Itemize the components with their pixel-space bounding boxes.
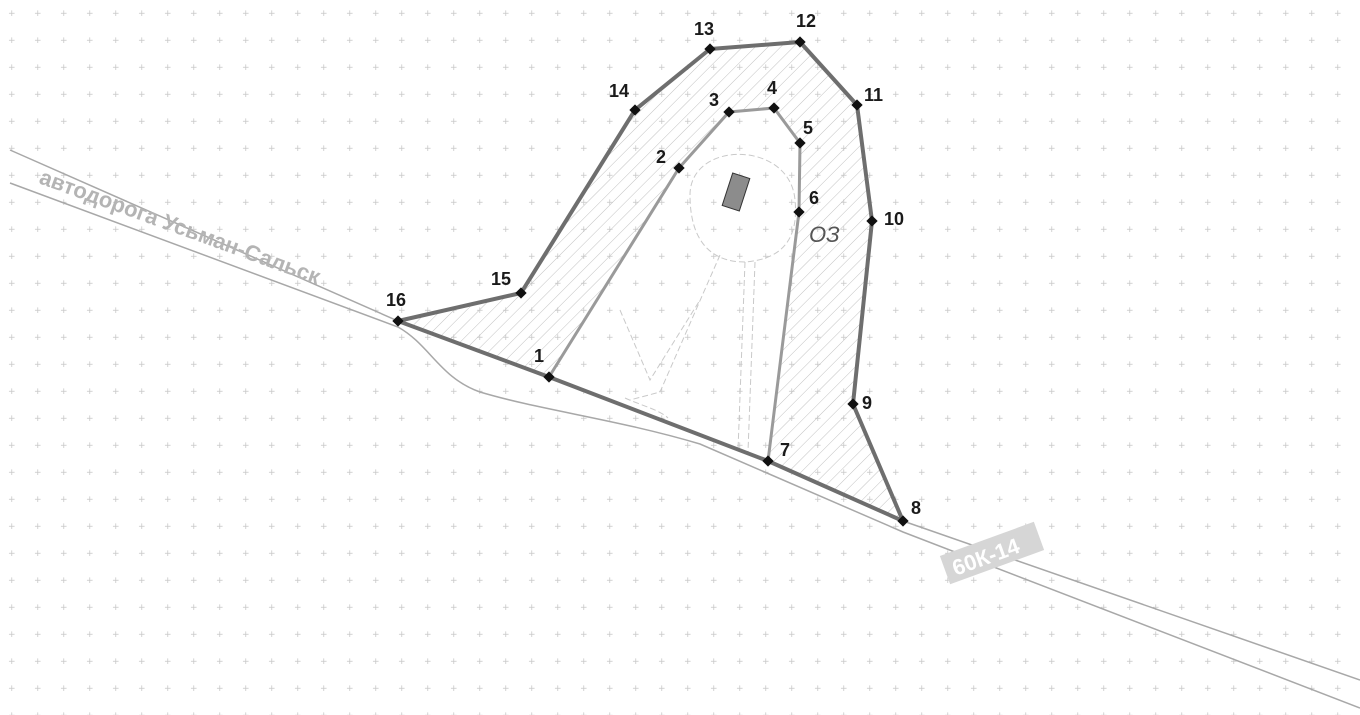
building — [721, 172, 751, 212]
vertex-label-9: 9 — [862, 393, 872, 413]
vertex-marker-2 — [673, 162, 685, 174]
vertex-marker-5 — [794, 137, 806, 149]
road-edge-bottom — [9, 182, 1360, 709]
vertex-marker-10 — [866, 215, 878, 227]
vertex-marker-13 — [704, 43, 716, 55]
vertex-label-5: 5 — [803, 118, 813, 138]
path-diag — [619, 299, 701, 382]
oval-path — [689, 153, 797, 263]
vertex-label-10: 10 — [884, 209, 904, 229]
vertex-marker-9 — [847, 398, 859, 410]
vertex-marker-6 — [793, 206, 805, 218]
vertex-label-15: 15 — [491, 269, 511, 289]
vertex-marker-7 — [762, 455, 774, 467]
outer-boundary — [396, 40, 905, 523]
vertex-label-8: 8 — [911, 498, 921, 518]
vertex-marker-16 — [392, 315, 404, 327]
vertex-marker-12 — [794, 36, 806, 48]
vertex-label-6: 6 — [809, 188, 819, 208]
vertex-marker-15 — [515, 287, 527, 299]
vertex-marker-8 — [897, 515, 909, 527]
vertex-label-2: 2 — [656, 147, 666, 167]
vertex-marker-1 — [543, 371, 555, 383]
vertex-label-4: 4 — [767, 78, 777, 98]
vertex-label-3: 3 — [709, 90, 719, 110]
path-right — [747, 261, 756, 453]
path-loop — [624, 397, 669, 419]
vertex-label-13: 13 — [694, 19, 714, 39]
vertex-label-11: 11 — [864, 85, 883, 105]
vertex-label-7: 7 — [780, 440, 790, 460]
path-left — [629, 254, 721, 401]
vertex-label-16: 16 — [386, 290, 406, 310]
road-code-badge — [939, 521, 1045, 585]
path-center — [737, 261, 746, 451]
zone-label: ОЗ — [809, 222, 840, 247]
inner-paths — [619, 153, 797, 453]
vertex-label-1: 1 — [534, 346, 544, 366]
vertex-label-12: 12 — [796, 11, 816, 31]
vertex-label-14: 14 — [609, 81, 629, 101]
